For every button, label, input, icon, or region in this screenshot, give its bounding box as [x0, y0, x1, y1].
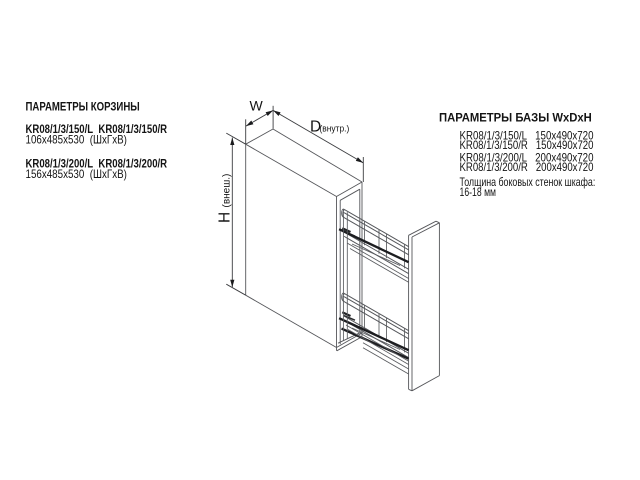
- svg-text:(внутр.): (внутр.): [320, 123, 350, 134]
- svg-text:156х485х530 (ШхГхВ): 156х485х530 (ШхГхВ): [26, 167, 127, 181]
- svg-text:W: W: [250, 98, 264, 114]
- svg-text:H (внеш.): H (внеш.): [217, 174, 234, 223]
- svg-text:106х485х530 (ШхГхВ): 106х485х530 (ШхГхВ): [26, 133, 127, 147]
- svg-text:KR08/1/3/200/R 200х490х720: KR08/1/3/200/R 200х490х720: [460, 160, 594, 174]
- svg-text:KR08/1/3/150/L 150х490х720: KR08/1/3/150/L 150х490х720: [460, 128, 594, 142]
- svg-text:Толщина боковых стенок шкафа:: Толщина боковых стенок шкафа:: [460, 175, 596, 189]
- svg-text:KR08/1/3/200/L 200х490х720: KR08/1/3/200/L 200х490х720: [460, 151, 594, 165]
- svg-text:ПАРАМЕТРЫ БАЗЫ WхDхН: ПАРАМЕТРЫ БАЗЫ WхDхН: [439, 111, 592, 125]
- svg-text:16-18 мм: 16-18 мм: [460, 185, 497, 199]
- svg-text:KR08/1/3/150/L KR08/1/3/150/R: KR08/1/3/150/L KR08/1/3/150/R: [26, 122, 168, 136]
- svg-text:KR08/1/3/150/R 150х490х720: KR08/1/3/150/R 150х490х720: [460, 138, 594, 152]
- svg-text:ПАРАМЕТРЫ КОРЗИНЫ: ПАРАМЕТРЫ КОРЗИНЫ: [26, 100, 140, 114]
- svg-text:D: D: [310, 119, 321, 136]
- svg-text:KR08/1/3/200/L KR08/1/3/200/R: KR08/1/3/200/L KR08/1/3/200/R: [26, 156, 168, 170]
